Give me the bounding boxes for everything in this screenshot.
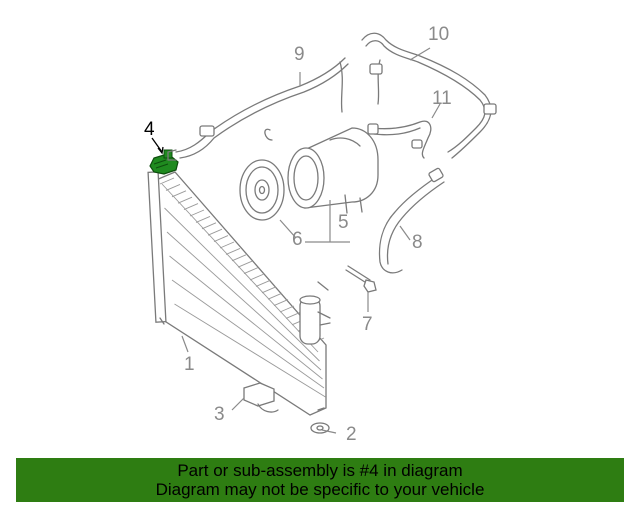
callout-9: 9 — [294, 44, 305, 65]
clutch-pulley-part — [239, 159, 285, 221]
bolt-part — [345, 265, 377, 293]
callout-7: 7 — [362, 314, 373, 335]
leader-lines — [151, 47, 441, 434]
callout-5: 5 — [338, 212, 349, 233]
connector-part — [243, 382, 279, 413]
callout-8: 8 — [412, 232, 423, 253]
callout-11: 11 — [432, 88, 452, 109]
callout-1: 1 — [184, 354, 195, 375]
hose-part-11 — [367, 120, 432, 159]
hose-part-8 — [378, 167, 445, 274]
parts-diagram: 1 2 3 4 5 6 7 8 9 10 11 — [144, 24, 497, 445]
compressor-part — [264, 127, 379, 214]
hose-part-10 — [361, 32, 497, 159]
callout-10: 10 — [428, 24, 449, 45]
hose-part-9 — [167, 57, 349, 161]
info-banner: Part or sub-assembly is #4 in diagram Di… — [16, 458, 624, 502]
pressure-switch-part — [149, 149, 179, 175]
callout-3: 3 — [214, 404, 225, 425]
callout-2: 2 — [346, 424, 357, 445]
callout-6: 6 — [292, 229, 303, 250]
callout-4: 4 — [144, 119, 155, 140]
condenser-part — [147, 171, 331, 416]
banner-line-1: Part or sub-assembly is #4 in diagram — [177, 461, 463, 480]
banner-line-2: Diagram may not be specific to your vehi… — [155, 480, 485, 499]
